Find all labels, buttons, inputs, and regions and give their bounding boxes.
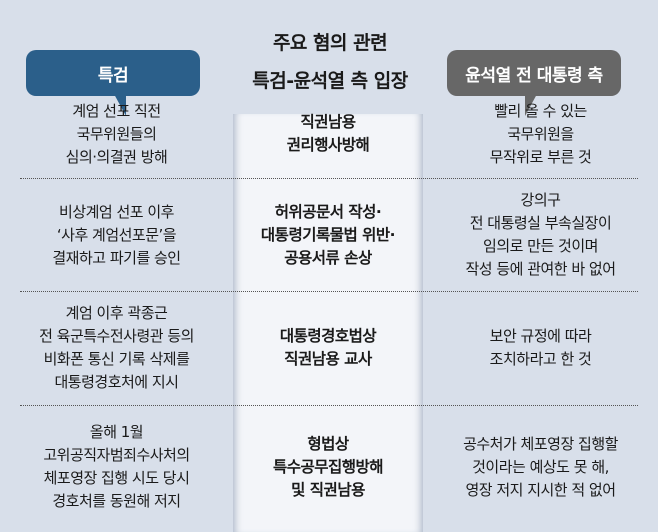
charge: 허위공문서 작성· 대통령기록물법 위반· 공용서류 손상 [260, 202, 396, 267]
table-row: 계엄 선포 직전 국무위원들의 심의·의결권 방해 직권남용 권리행사방해 빨리… [0, 90, 658, 178]
yoon-claim: 보안 규정에 따라 조치하라고 한 것 [489, 327, 592, 368]
table-row: 올해 1월 고위공직자범죄수사처의 체포영장 집행 시도 당시 경호처를 동원해… [0, 406, 658, 528]
special-claim: 올해 1월 고위공직자범죄수사처의 체포영장 집행 시도 당시 경호처를 동원해… [43, 423, 190, 510]
row-divider [20, 178, 638, 179]
special-counsel-label: 특검 [26, 50, 200, 116]
title-line-2: 특검-윤석열 측 입장 [252, 70, 408, 92]
row-divider [20, 291, 638, 292]
page-title: 주요 혐의 관련 특검-윤석열 측 입장 [200, 24, 460, 100]
charge: 직권남용 권리행사방해 [286, 113, 370, 154]
table-row: 계엄 이후 곽종근 전 육군특수전사령관 등의 비화폰 통신 기록 삭제를 대통… [0, 292, 658, 404]
charge-column [233, 114, 423, 532]
special-claim: 계엄 선포 직전 국무위원들의 심의·의결권 방해 [65, 101, 168, 166]
special-claim: 비상계엄 선포 이후 ‘사후 계엄선포문’을 결재하고 파기를 승인 [52, 202, 181, 267]
table-row: 비상계엄 선포 이후 ‘사후 계엄선포문’을 결재하고 파기를 승인 허위공문서… [0, 180, 658, 290]
charge: 대통령경호법상 직권남용 교사 [279, 327, 377, 368]
yoon-claim: 강의구 전 대통령실 부속실장이 임의로 만든 것이며 작성 등에 관여한 바 … [465, 191, 616, 278]
yoon-claim: 빨리 올 수 있는 국무위원을 무작위로 부른 것 [489, 101, 592, 166]
charge: 형법상 특수공무집행방해 및 직권남용 [272, 434, 384, 499]
yoon-side-label: 윤석열 전 대통령 측 [447, 50, 621, 116]
title-line-1: 주요 혐의 관련 [272, 32, 388, 54]
yoon-claim: 공수처가 체포영장 집행할 것이라는 예상도 못 해, 영장 저지 지시한 적 … [463, 434, 618, 499]
row-divider [20, 405, 638, 406]
special-claim: 계엄 이후 곽종근 전 육군특수전사령관 등의 비화폰 통신 기록 삭제를 대통… [39, 304, 194, 391]
